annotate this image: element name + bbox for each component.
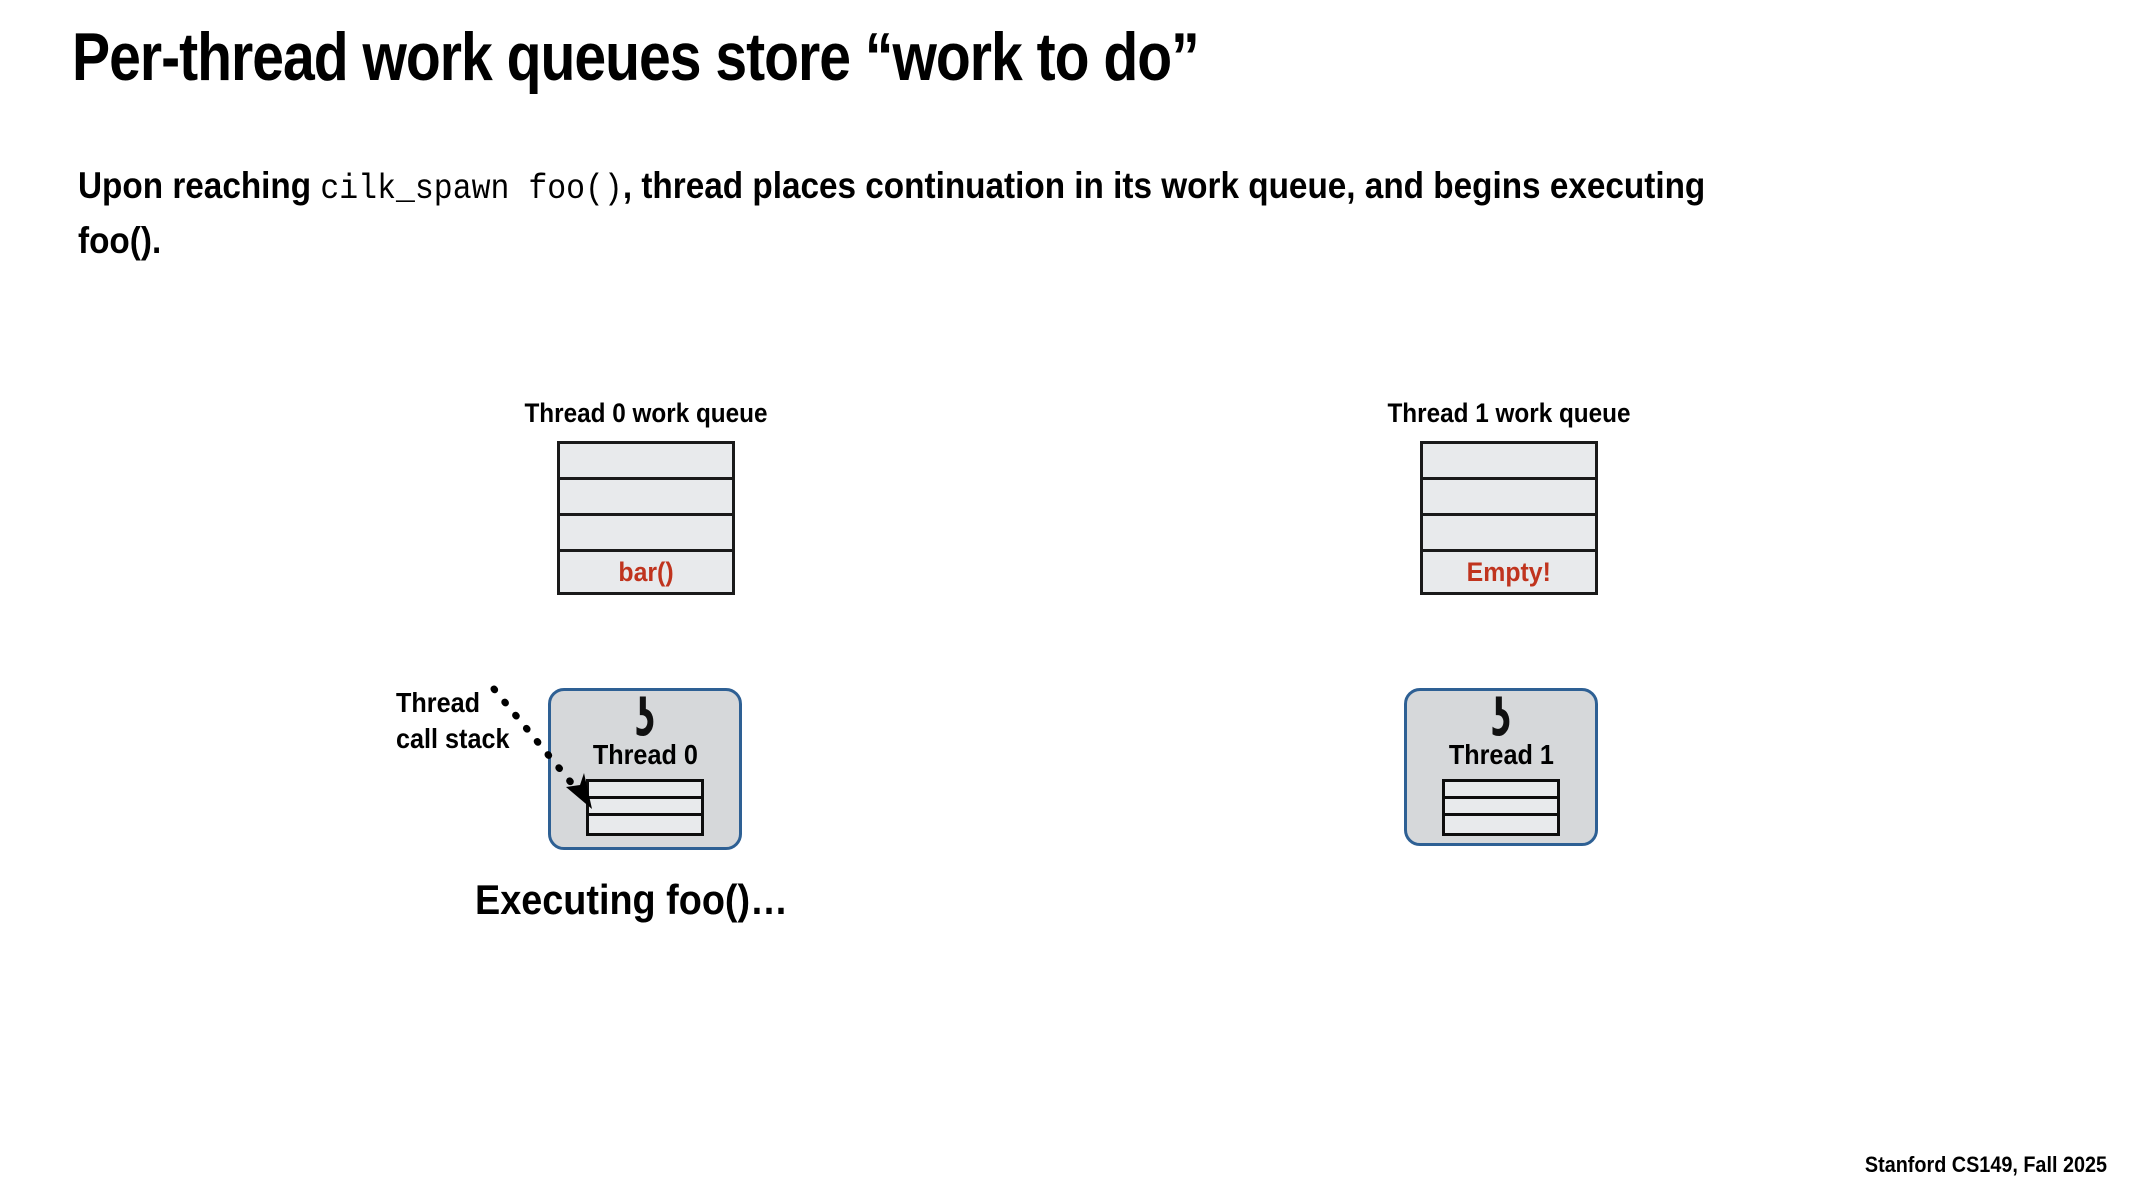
queue-cell (560, 516, 732, 552)
call-stack-frame (589, 799, 701, 816)
queue-cell (1423, 516, 1595, 552)
call-stack-frame (1445, 799, 1557, 816)
slide-footer: Stanford CS149, Fall 2025 (1864, 1152, 2107, 1177)
page-title: Per-thread work queues store “work to do… (72, 19, 1200, 95)
queue-cell-label: bar() (618, 556, 674, 587)
queue-cell-bar: bar() (560, 552, 732, 592)
call-stack-frame (1445, 782, 1557, 799)
callout-line-2: call stack (396, 723, 510, 755)
queue-cell (1423, 480, 1595, 516)
executing-caption: Executing foo()… (475, 876, 788, 923)
thread-box-thread-0: ʖ Thread 0 (548, 688, 742, 850)
work-queue-title-thread-0: Thread 0 work queue (524, 398, 768, 428)
work-queue-box-thread-0: bar() (557, 441, 735, 595)
callout-thread-call-stack: Thread call stack (396, 685, 509, 758)
thread-call-stack-thread-0 (586, 778, 704, 836)
queue-cell (1423, 444, 1595, 480)
subtitle-text-before: Upon reaching (78, 165, 321, 206)
subtitle-text-after: , thread places continuation in its work… (78, 165, 1706, 261)
slide-subtitle: Upon reaching cilk_spawn foo(), thread p… (78, 160, 1788, 267)
queue-cell-empty: Empty! (1423, 552, 1595, 592)
thread-label-thread-1: Thread 1 (1448, 738, 1554, 770)
thread-squiggle-icon: ʖ (1491, 687, 1511, 749)
work-queue-thread-1: Thread 1 work queue Empty! (1315, 398, 1703, 595)
thread-squiggle-icon: ʖ (635, 687, 655, 749)
work-queue-thread-0: Thread 0 work queue bar() (452, 398, 840, 595)
queue-cell (560, 480, 732, 516)
thread-box-thread-1: ʖ Thread 1 (1404, 688, 1598, 846)
work-queue-box-thread-1: Empty! (1420, 441, 1598, 595)
call-stack-frame (1445, 816, 1557, 833)
thread-label-thread-0: Thread 0 (592, 738, 698, 770)
dotted-arrow-icon (490, 685, 592, 809)
work-queue-title-thread-1: Thread 1 work queue (1387, 398, 1631, 428)
thread-call-stack-thread-1 (1442, 778, 1560, 836)
callout-line-1: Thread (396, 687, 481, 718)
queue-cell-label: Empty! (1466, 556, 1552, 587)
queue-cell (560, 444, 732, 480)
subtitle-code-snippet: cilk_spawn foo() (320, 169, 623, 209)
call-stack-frame (589, 782, 701, 799)
